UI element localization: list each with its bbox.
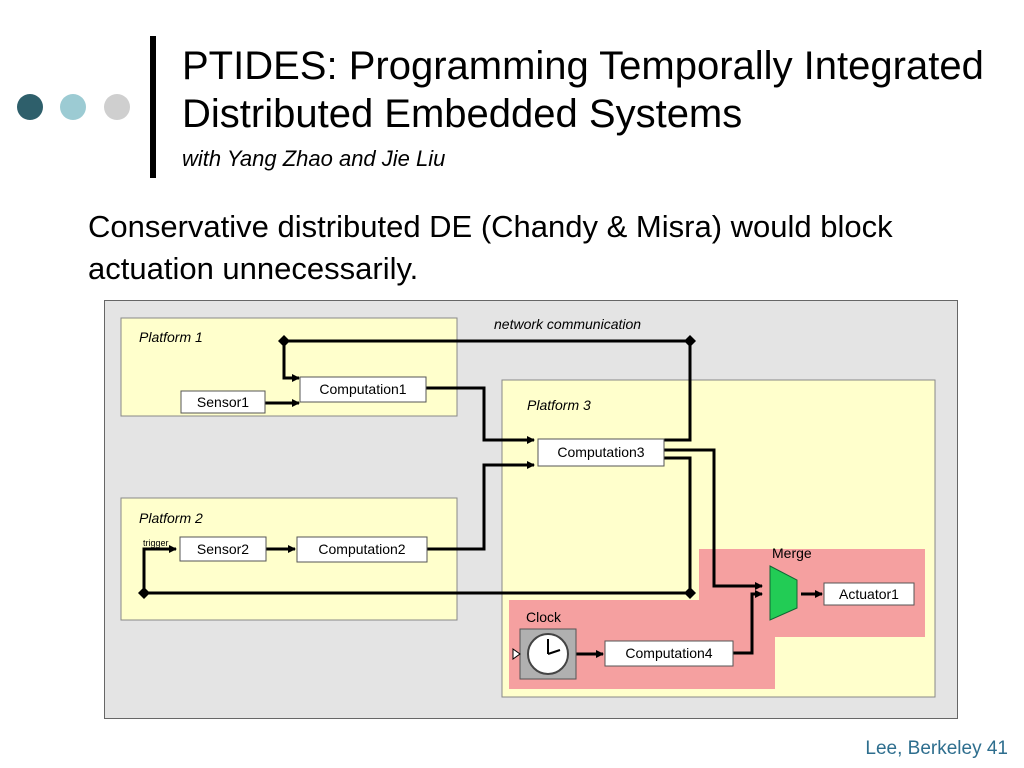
relation-diamond-network-left — [278, 335, 290, 347]
slide-title: PTIDES: Programming Temporally Integrate… — [182, 44, 984, 136]
trigger-loop-line — [142, 545, 690, 595]
relation-diamond-trigger-right — [684, 587, 696, 599]
relation-diamond-trigger-left — [138, 587, 150, 599]
clock-label: Clock — [526, 609, 562, 625]
ptides-diagram: Platform 1 Platform 2 Platform 3 network… — [104, 300, 958, 719]
computation3-to-merge — [664, 448, 763, 590]
decorative-dot-light — [104, 94, 130, 120]
computation3-to-network — [664, 456, 692, 593]
decorative-dot-dark — [17, 94, 43, 120]
relation-diamond-network-right — [684, 335, 696, 347]
computation4-label: Computation4 — [625, 645, 712, 661]
slide-body-text: Conservative distributed DE (Chandy & Mi… — [88, 209, 893, 286]
sensor2-actor[interactable]: Sensor2 — [179, 536, 267, 562]
title-divider — [150, 36, 156, 178]
decorative-dot-mid — [60, 94, 86, 120]
merge-label: Merge — [772, 545, 812, 561]
slide-footer: Lee, Berkeley 41 — [865, 738, 1008, 759]
network-communication-label: network communication — [494, 316, 641, 332]
sensor1-actor[interactable]: Sensor1 — [180, 390, 266, 414]
computation1-to-computation3 — [426, 386, 535, 444]
sensor1-label: Sensor1 — [197, 394, 249, 410]
slide-subtitle: with Yang Zhao and Jie Liu — [182, 146, 446, 171]
computation1-label: Computation1 — [319, 381, 406, 397]
network-line-top — [284, 339, 692, 442]
sensor2-label: Sensor2 — [197, 541, 249, 557]
computation2-label: Computation2 — [318, 541, 405, 557]
computation3-actor[interactable]: Computation3 — [537, 438, 665, 467]
actuator1-label: Actuator1 — [839, 586, 899, 602]
clock-actor[interactable] — [512, 628, 577, 680]
relay-to-computation1 — [282, 341, 300, 382]
computation1-actor[interactable]: Computation1 — [299, 376, 427, 403]
computation2-to-computation3 — [427, 461, 535, 551]
merge-actor[interactable] — [769, 565, 798, 621]
computation4-to-merge — [733, 590, 763, 655]
computation4-actor[interactable]: Computation4 — [604, 640, 734, 667]
platform-3-label: Platform 3 — [527, 397, 591, 413]
trigger-port-label: trigger — [143, 538, 169, 548]
platform-1-label: Platform 1 — [139, 329, 203, 345]
platform-2-label: Platform 2 — [139, 510, 203, 526]
computation2-actor[interactable]: Computation2 — [296, 536, 428, 563]
computation3-label: Computation3 — [557, 444, 644, 460]
actuator1-actor[interactable]: Actuator1 — [823, 582, 915, 606]
